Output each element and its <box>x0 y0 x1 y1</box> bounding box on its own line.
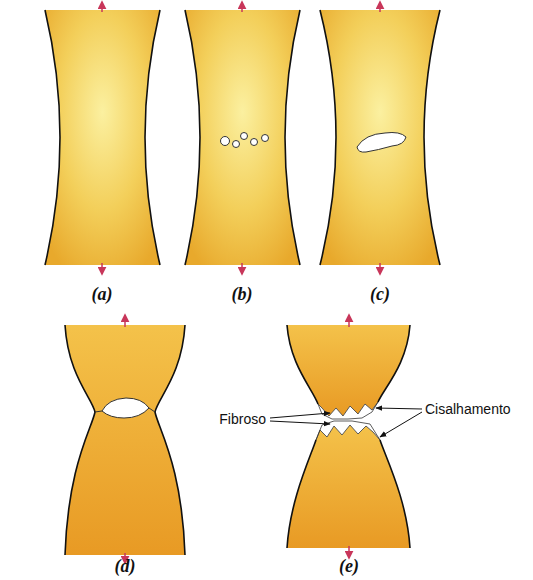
specimen-d <box>65 315 185 563</box>
figure-caption: (e) <box>339 557 359 577</box>
specimen-c <box>320 2 440 274</box>
region-label: Cisalhamento <box>425 402 511 417</box>
specimen-a <box>45 2 160 274</box>
figure-caption: (d) <box>115 557 136 577</box>
figure-caption: (c) <box>370 285 390 305</box>
figure-caption: (b) <box>232 285 253 305</box>
region-label: Fibroso <box>219 412 266 427</box>
figure-caption: (a) <box>92 285 113 305</box>
leader-lines <box>270 408 422 437</box>
specimen-e <box>287 315 410 558</box>
specimen-b <box>185 2 300 274</box>
